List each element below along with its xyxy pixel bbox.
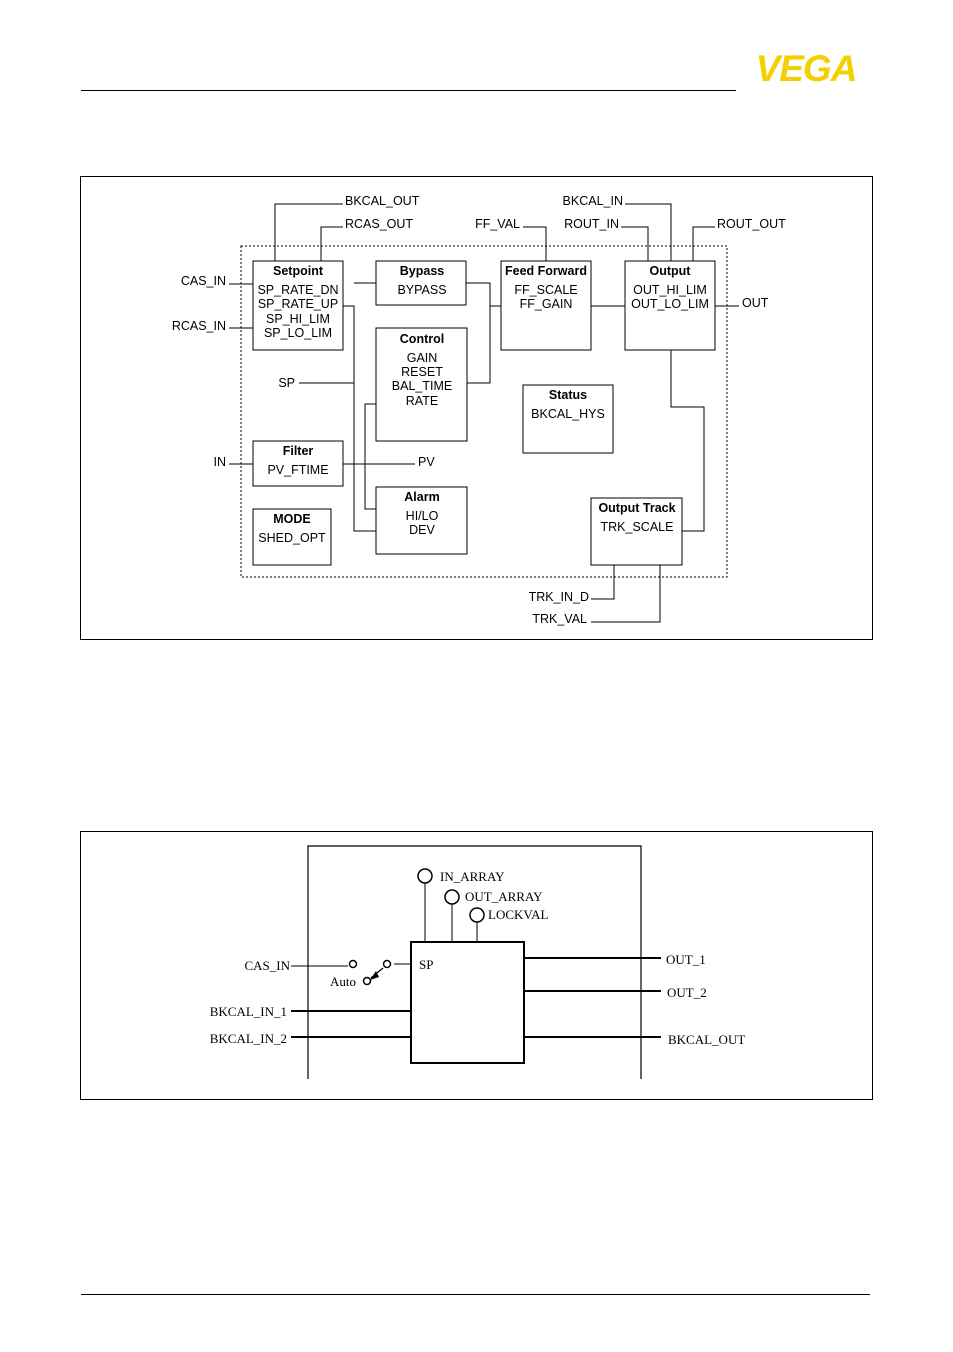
mode-title: MODE — [273, 512, 311, 526]
lockval-label: LOCKVAL — [488, 907, 548, 922]
vega-logo-text: VEGA — [756, 48, 857, 89]
trk-val-label: TRK_VAL — [532, 612, 587, 626]
sp-label: SP — [278, 376, 295, 390]
control-param: GAIN — [407, 351, 438, 365]
cas-in-label: CAS_IN — [181, 274, 226, 288]
feed-forward-title: Feed Forward — [505, 264, 587, 278]
splitter-core-box — [410, 941, 525, 1064]
lockval-connector — [469, 907, 485, 923]
splitter-block-diagram: IN_ARRAY OUT_ARRAY LOCKVAL CAS_IN Auto S… — [80, 831, 873, 1100]
thick-signal-lines — [291, 957, 661, 1038]
mode-param: SHED_OPT — [258, 531, 326, 545]
output-title: Output — [650, 264, 692, 278]
out-array-connector — [444, 889, 460, 905]
output-track-title: Output Track — [598, 501, 675, 515]
in-array-connector — [417, 868, 433, 884]
status-param: BKCAL_HYS — [531, 407, 605, 421]
output-param: OUT_HI_LIM — [633, 283, 707, 297]
block-boundary — [307, 845, 642, 1079]
feed-forward-param: FF_SCALE — [514, 283, 577, 297]
function-block-boundary — [240, 245, 728, 578]
vega-logo: VEGA — [756, 48, 858, 89]
output-param: OUT_LO_LIM — [631, 297, 709, 311]
in-label: IN — [214, 455, 227, 469]
feed-forward-param: FF_GAIN — [520, 297, 573, 311]
connection-lines — [229, 203, 739, 623]
trk-in-d-label: TRK_IN_D — [529, 590, 589, 604]
header-rule — [81, 90, 736, 91]
status-title: Status — [549, 388, 587, 402]
bypass-title: Bypass — [400, 264, 445, 278]
connection-lines — [291, 883, 478, 967]
bkcal-in-label: BKCAL_IN — [563, 194, 623, 208]
bkcal-in-1-label: BKCAL_IN_1 — [210, 1004, 287, 1019]
setpoint-title: Setpoint — [273, 264, 324, 278]
bkcal-out-label: BKCAL_OUT — [668, 1032, 745, 1047]
alarm-title: Alarm — [404, 490, 439, 504]
ff-val-label: FF_VAL — [475, 217, 520, 231]
setpoint-param: SP_RATE_DN — [257, 283, 338, 297]
pid-diagram-svg: BKCAL_OUT RCAS_OUT FF_VAL BKCAL_IN ROUT_… — [172, 194, 786, 626]
switch-contact-sp — [382, 959, 392, 969]
control-param: RESET — [401, 365, 443, 379]
auto-label: Auto — [330, 974, 356, 989]
setpoint-param: SP_HI_LIM — [266, 312, 330, 326]
bkcal-in-2-label: BKCAL_IN_2 — [210, 1031, 287, 1046]
mode-box — [252, 508, 332, 566]
alarm-param: DEV — [409, 523, 435, 537]
in-array-label: IN_ARRAY — [440, 869, 505, 884]
status-box — [522, 384, 614, 454]
splitter-diagram-svg: IN_ARRAY OUT_ARRAY LOCKVAL CAS_IN Auto S… — [210, 845, 745, 1079]
rcas-out-label: RCAS_OUT — [345, 217, 413, 231]
out-2-label: OUT_2 — [667, 985, 707, 1000]
footer-rule — [81, 1294, 870, 1295]
filter-title: Filter — [283, 444, 314, 458]
control-box — [375, 327, 468, 442]
setpoint-param: SP_LO_LIM — [264, 326, 332, 340]
switch-contact-auto — [362, 976, 372, 986]
control-param: RATE — [406, 394, 438, 408]
alarm-box — [375, 486, 468, 555]
bypass-param: BYPASS — [397, 283, 446, 297]
sp-label: SP — [419, 957, 433, 972]
switch-arrowhead-icon — [370, 971, 379, 980]
filter-param: PV_FTIME — [267, 463, 328, 477]
out-array-label: OUT_ARRAY — [465, 889, 543, 904]
alarm-param: HI/LO — [406, 509, 439, 523]
out-label: OUT — [742, 296, 769, 310]
cas-in-label: CAS_IN — [244, 958, 290, 973]
rcas-in-label: RCAS_IN — [172, 319, 226, 333]
control-param: BAL_TIME — [392, 379, 452, 393]
setpoint-param: SP_RATE_UP — [258, 297, 338, 311]
control-title: Control — [400, 332, 444, 346]
rout-out-label: ROUT_OUT — [717, 217, 786, 231]
bkcal-out-label: BKCAL_OUT — [345, 194, 420, 208]
out-1-label: OUT_1 — [666, 952, 706, 967]
rout-in-label: ROUT_IN — [564, 217, 619, 231]
output-track-param: TRK_SCALE — [601, 520, 674, 534]
pv-label: PV — [418, 455, 435, 469]
pid-block-diagram: BKCAL_OUT RCAS_OUT FF_VAL BKCAL_IN ROUT_… — [80, 176, 873, 640]
switch-contact-cas — [348, 959, 358, 969]
